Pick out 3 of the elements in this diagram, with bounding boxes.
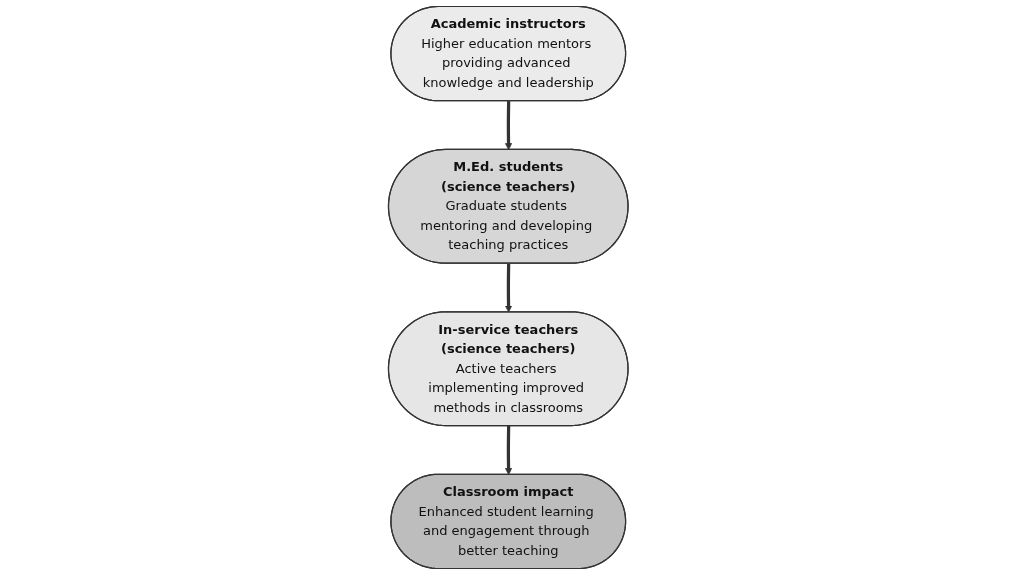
arrow: [504, 263, 512, 313]
arrow: [504, 101, 512, 151]
arrow: [504, 425, 512, 475]
